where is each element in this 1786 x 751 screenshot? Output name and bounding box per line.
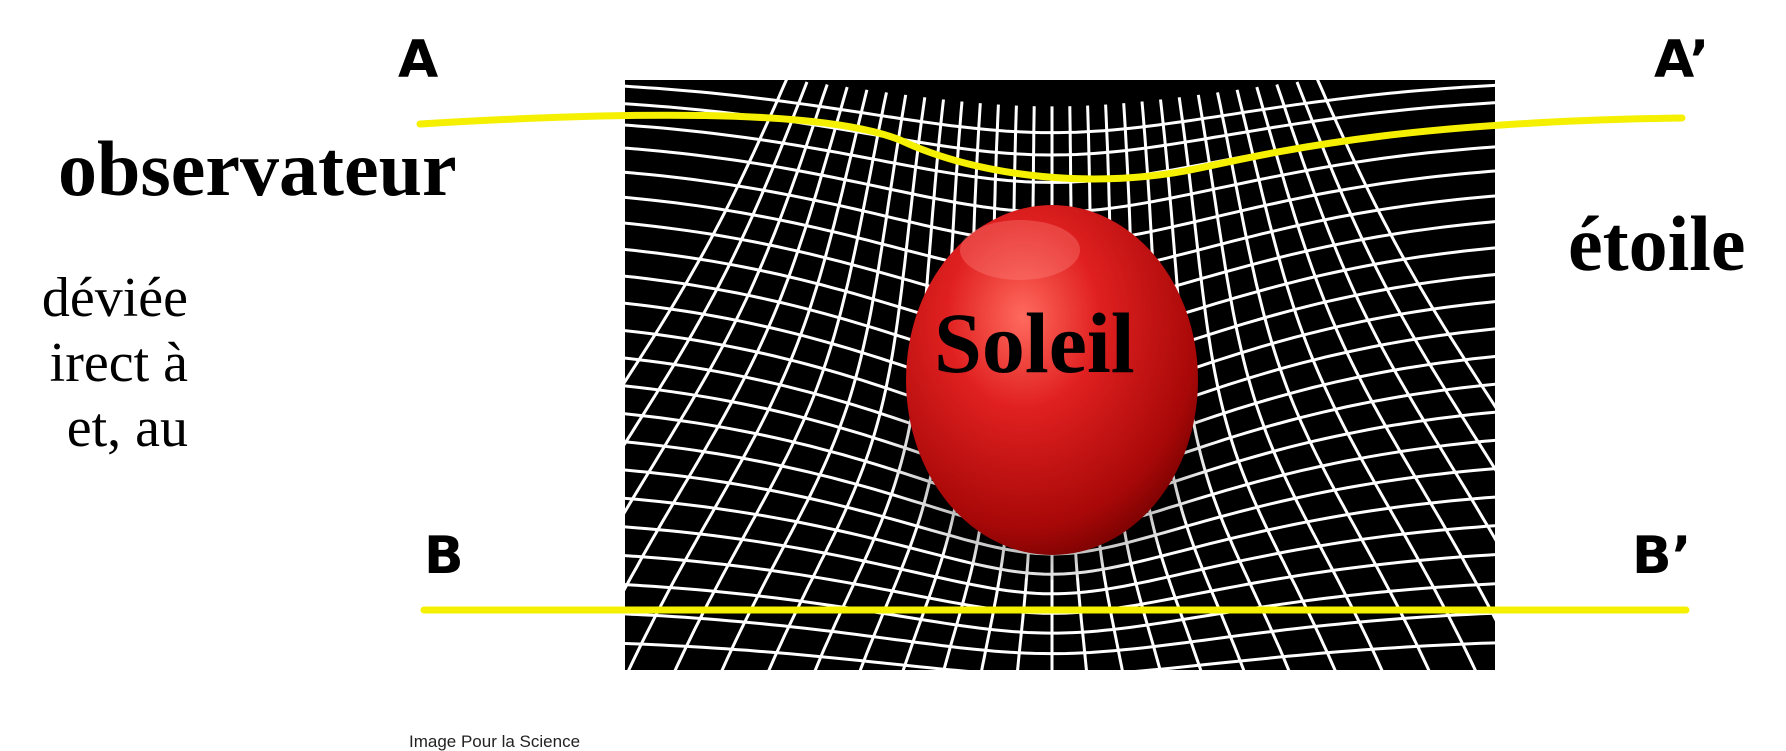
side-text-line-2: irect à	[49, 331, 188, 394]
image-credit: Image Pour la Science	[409, 732, 581, 751]
label-b: B	[424, 526, 464, 586]
side-text-line-1: déviée	[41, 267, 188, 329]
vertical-grid-line-5	[673, 92, 888, 670]
vertical-grid-line-25	[1255, 86, 1495, 622]
horizontal-grid-line-19	[625, 582, 1495, 635]
vertical-grid-line-23	[1216, 92, 1431, 670]
vertical-grid-line-22	[1196, 94, 1384, 670]
vertical-grid-line-0	[625, 80, 788, 385]
side-text-block: déviée irect à et, au	[42, 266, 188, 461]
label-b-prime: B’	[1632, 526, 1692, 586]
sun-highlight	[960, 220, 1080, 280]
horizontal-grid-line-22	[565, 672, 1557, 699]
horizontal-grid-line-17	[625, 524, 1495, 596]
horizontal-grid-line-0	[625, 83, 1495, 135]
observer-label: observateur	[58, 125, 457, 212]
side-text-line-3: et, au	[66, 396, 188, 459]
horizontal-grid-line-20	[625, 611, 1495, 656]
vertical-grid-line-26	[1275, 84, 1495, 542]
vertical-grid-line-28	[1316, 80, 1495, 409]
vertical-grid-line-27	[1295, 81, 1495, 472]
ray-a-deflected	[416, 111, 1686, 183]
star-label: étoile	[1568, 200, 1746, 287]
vertical-grid-line-24	[1235, 89, 1477, 670]
vertical-grid-line-2	[625, 84, 829, 515]
vertical-grid-line-3	[625, 86, 849, 592]
vertical-grid-line-6	[720, 94, 908, 670]
sun-label: Soleil	[934, 295, 1135, 391]
vertical-grid-line-4	[627, 89, 869, 670]
label-a-prime: A’	[1654, 30, 1710, 90]
horizontal-grid-line-21	[625, 641, 1495, 670]
label-a: A	[398, 30, 439, 90]
sun-sphere	[906, 205, 1198, 555]
vertical-grid-line-1	[625, 81, 809, 447]
